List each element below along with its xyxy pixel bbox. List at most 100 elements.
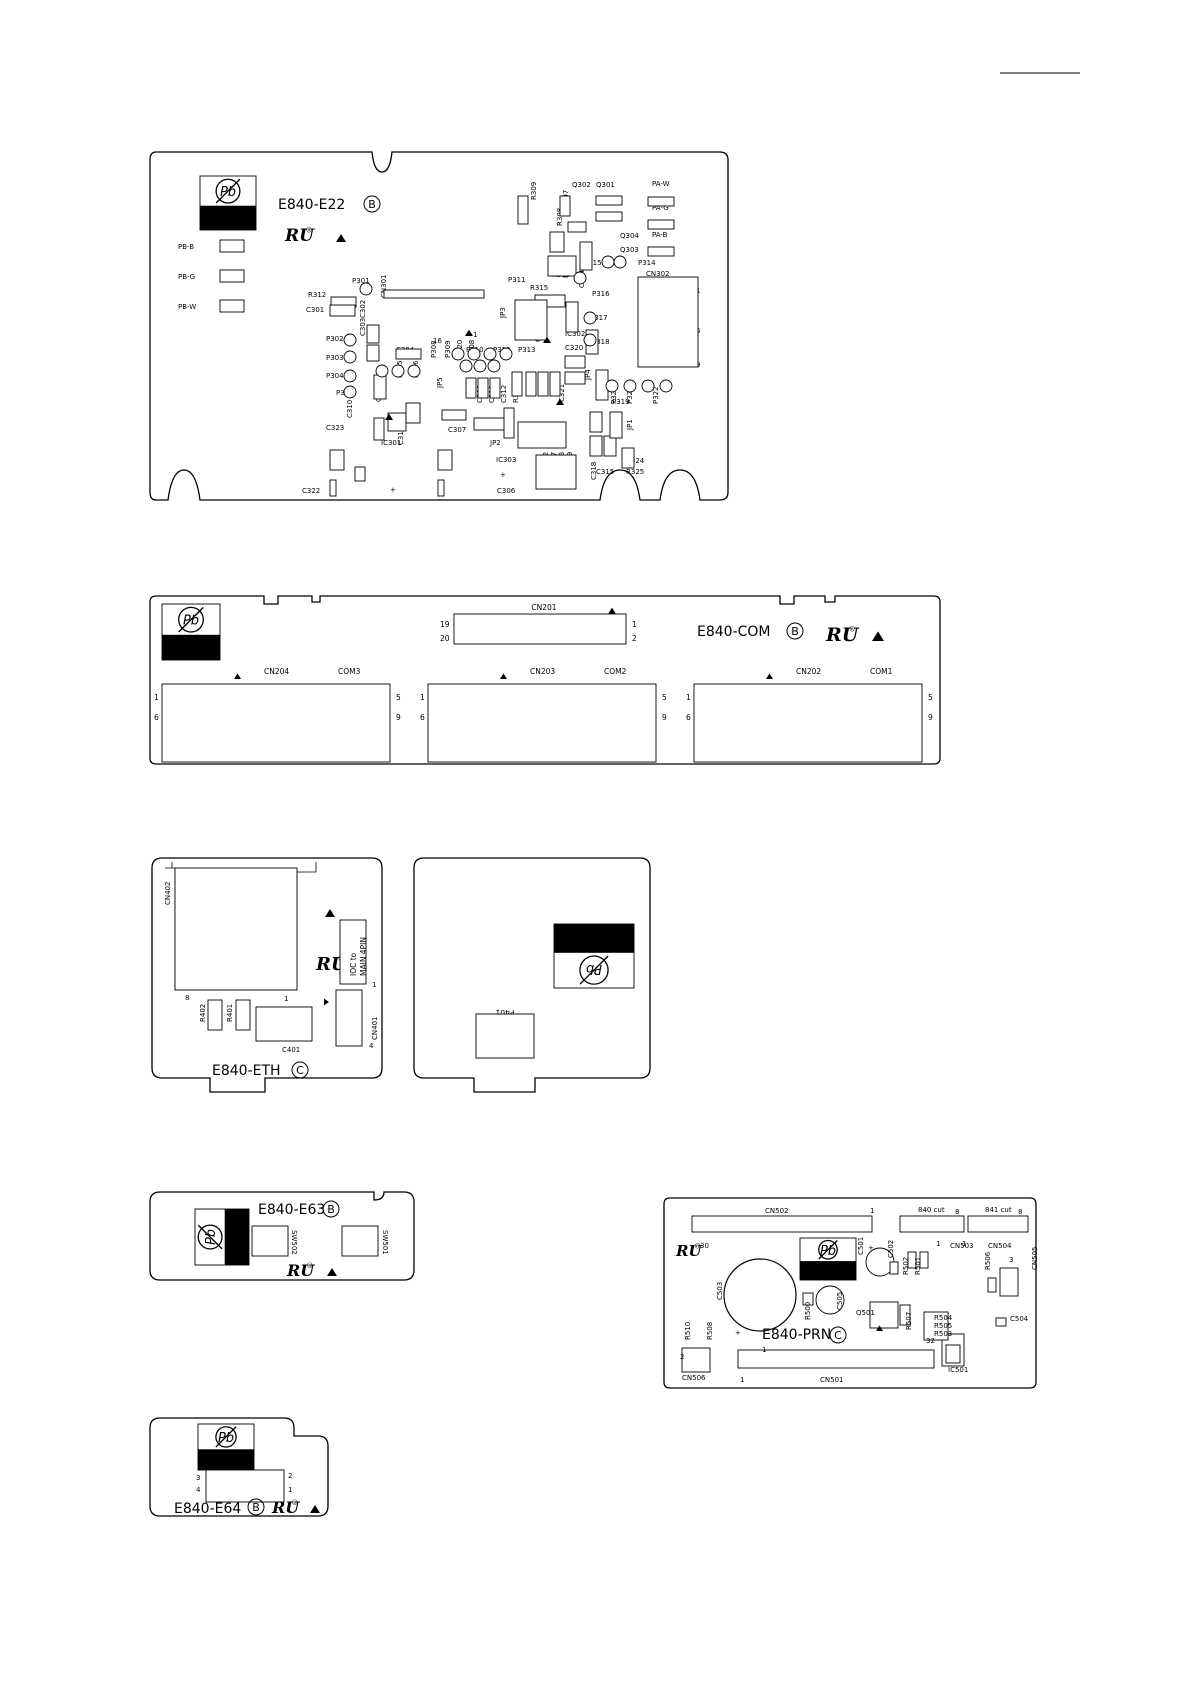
pin-label: 5 bbox=[662, 693, 667, 702]
pin1-marker bbox=[465, 329, 473, 336]
component-label: C321 bbox=[558, 384, 566, 402]
component-label: C301 bbox=[306, 306, 324, 314]
component bbox=[373, 417, 385, 441]
revision-circle bbox=[363, 195, 381, 213]
p401-pad bbox=[475, 1013, 535, 1059]
test-point bbox=[613, 255, 627, 269]
pin1-marker bbox=[543, 336, 551, 343]
test-point bbox=[487, 359, 501, 373]
pin-label: 3 bbox=[196, 1474, 200, 1482]
component bbox=[907, 1251, 917, 1269]
component bbox=[395, 348, 422, 360]
component-label: P317 bbox=[590, 314, 608, 322]
component-label: C318 bbox=[590, 462, 598, 480]
test-point bbox=[473, 359, 487, 373]
component-label: R510 bbox=[684, 1322, 692, 1340]
pin-label: 5 bbox=[396, 693, 401, 702]
component-label: C303 bbox=[359, 318, 367, 336]
component-label: P314 bbox=[638, 259, 656, 267]
component-label: C502 bbox=[887, 1240, 895, 1258]
c401-label: C401 bbox=[282, 1046, 300, 1054]
component-label: PB-B bbox=[178, 243, 194, 251]
component-label: PA-W bbox=[652, 180, 670, 188]
revision-letter: B bbox=[252, 1501, 260, 1514]
component-label: R500 bbox=[804, 1302, 812, 1320]
ul-glyph: RU bbox=[284, 226, 315, 246]
capacitor-c505 bbox=[815, 1285, 845, 1315]
test-point bbox=[659, 379, 673, 393]
cn201-label: CN201 bbox=[531, 603, 556, 612]
component-label: Q303 bbox=[620, 246, 639, 254]
component bbox=[564, 355, 586, 369]
component-label: R507 bbox=[905, 1312, 913, 1330]
logo-band bbox=[224, 1209, 249, 1265]
ul-recognized-icon: RU® bbox=[675, 1242, 702, 1260]
component-label: JP2 bbox=[489, 439, 501, 447]
component bbox=[945, 1344, 961, 1364]
component bbox=[514, 299, 548, 341]
component bbox=[567, 221, 587, 233]
component bbox=[595, 195, 623, 206]
component-label: R315 bbox=[530, 284, 548, 292]
component bbox=[437, 479, 445, 497]
connector-label: CN204 bbox=[264, 667, 289, 676]
component-label: P321 bbox=[626, 386, 634, 404]
pin-label: 20 bbox=[440, 634, 450, 643]
registered-icon: ® bbox=[306, 1262, 313, 1270]
component-label: P309 bbox=[444, 340, 452, 358]
component-label: P315 bbox=[584, 259, 602, 267]
port-label: COM1 bbox=[870, 667, 893, 676]
component bbox=[219, 299, 245, 313]
ioc-note-box bbox=[339, 919, 367, 985]
component-label: 30 bbox=[700, 1242, 709, 1250]
component-label: CN503 bbox=[950, 1242, 974, 1250]
component bbox=[517, 195, 529, 225]
component-label: R508 bbox=[706, 1322, 714, 1340]
port-label: COM3 bbox=[338, 667, 361, 676]
ul-recognized-icon: RU® bbox=[284, 226, 315, 246]
component bbox=[589, 435, 603, 457]
component bbox=[579, 241, 593, 271]
pin-label: 6 bbox=[686, 713, 691, 722]
component bbox=[373, 374, 387, 400]
test-point bbox=[391, 364, 405, 378]
component-label: + bbox=[868, 1244, 874, 1252]
component bbox=[511, 371, 523, 397]
component-label: 32 bbox=[926, 1337, 935, 1345]
logo-band bbox=[162, 634, 220, 660]
component-label: C310 bbox=[346, 400, 354, 418]
board-name: E840-COM bbox=[697, 624, 771, 640]
pin1-marker bbox=[766, 673, 773, 679]
board-outline bbox=[149, 151, 729, 501]
test-point bbox=[451, 347, 465, 361]
test-point bbox=[343, 369, 357, 383]
pb-text: Pb bbox=[218, 1431, 234, 1446]
connector-label: CN203 bbox=[530, 667, 555, 676]
revision-letter: C bbox=[296, 1064, 304, 1077]
pin1-marker bbox=[500, 673, 507, 679]
component-label: 1 bbox=[870, 1207, 874, 1215]
ul-recognized-icon: RU® bbox=[286, 1261, 315, 1280]
test-point bbox=[375, 364, 389, 378]
cn401-label: CN401 bbox=[371, 1017, 379, 1041]
pb-circle-icon bbox=[215, 1426, 237, 1448]
component-label: P320 bbox=[610, 386, 618, 404]
test-point bbox=[573, 271, 587, 285]
pin1-marker bbox=[234, 673, 241, 679]
component bbox=[366, 344, 380, 362]
component bbox=[637, 276, 699, 368]
revision-letter: B bbox=[791, 625, 799, 638]
component-label: C322 bbox=[302, 487, 320, 495]
revision-circle bbox=[786, 622, 804, 640]
pin-label: 9 bbox=[396, 713, 401, 722]
component-label: + bbox=[500, 471, 506, 479]
component-label: R506 bbox=[984, 1251, 992, 1270]
warning-triangle bbox=[325, 909, 335, 917]
pb-strike-icon bbox=[215, 178, 241, 204]
switch-label: SW501 bbox=[381, 1230, 389, 1255]
pb-text: Pb bbox=[820, 1244, 836, 1259]
